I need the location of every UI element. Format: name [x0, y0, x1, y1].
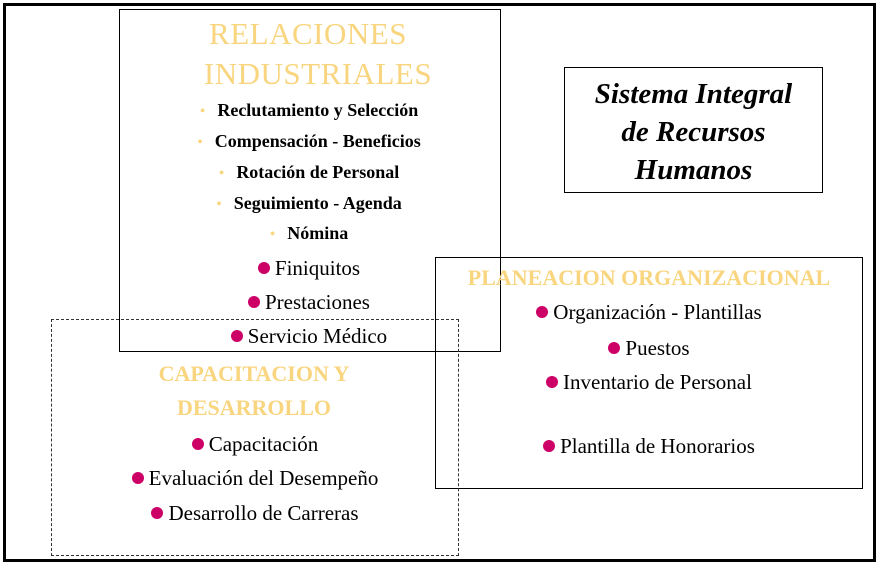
relaciones-bullet-label: Compensación - Beneficios — [214, 131, 421, 151]
small-dot-bullet-icon: • — [269, 226, 276, 243]
planeacion-item-label: Inventario de Personal — [563, 370, 752, 394]
relaciones-heading-line1: RELACIONES — [209, 16, 407, 51]
relaciones-item: Prestaciones — [119, 290, 499, 314]
small-dot-bullet-icon: • — [218, 165, 225, 182]
relaciones-item-label: Prestaciones — [265, 290, 370, 314]
magenta-circle-icon — [608, 342, 621, 354]
capacitacion-heading-line1: CAPACITACION Y — [158, 361, 350, 386]
magenta-circle-icon — [257, 262, 270, 274]
relaciones-item-label: Finiquitos — [274, 256, 361, 280]
capacitacion-item: Desarrollo de Carreras — [53, 501, 457, 525]
outer-frame — [3, 3, 876, 562]
planeacion-item: Plantilla de Honorarios — [435, 434, 863, 458]
magenta-circle-icon — [230, 330, 243, 342]
capacitacion-item-label: Desarrollo de Carreras — [168, 501, 359, 525]
small-dot-bullet-icon: • — [199, 103, 206, 120]
relaciones-bullet-item: • Seguimiento - Agenda — [119, 192, 499, 216]
relaciones-bullet-label: Rotación de Personal — [236, 162, 400, 182]
capacitacion-item-label: Capacitación — [208, 432, 319, 456]
relaciones-bullet-item: • Rotación de Personal — [119, 161, 499, 185]
magenta-circle-icon — [546, 376, 559, 388]
capacitacion-heading-line2: DESARROLLO — [176, 395, 332, 420]
magenta-circle-icon — [543, 440, 556, 452]
planeacion-organizacional-box — [435, 257, 863, 489]
relaciones-bullet-label: Nómina — [287, 223, 349, 243]
capacitacion-item-label: Evaluación del Desempeño — [148, 466, 379, 490]
small-dot-bullet-icon: • — [216, 196, 222, 213]
relaciones-bullet-item: • Nómina — [119, 222, 499, 246]
planeacion-item: Puestos — [435, 336, 863, 360]
small-dot-bullet-icon: • — [197, 134, 203, 151]
system-title-line2: de Recursos — [621, 116, 766, 148]
relaciones-bullet-label: Seguimiento - Agenda — [233, 193, 402, 213]
relaciones-item: Finiquitos — [119, 256, 499, 280]
relaciones-item-label: Servicio Médico — [247, 324, 388, 348]
relaciones-item: Servicio Médico — [119, 324, 499, 348]
planeacion-item-label: Puestos — [625, 336, 690, 360]
relaciones-bullet-item: • Reclutamiento y Selección — [119, 99, 499, 123]
system-title-line3: Humanos — [634, 154, 753, 186]
system-title: Sistema Integral de Recursos Humanos — [564, 75, 823, 189]
planeacion-item: Inventario de Personal — [435, 370, 863, 394]
relaciones-bullet-label: Reclutamiento y Selección — [217, 100, 419, 120]
relaciones-heading-line2: INDUSTRIALES — [203, 56, 433, 91]
relaciones-bullet-item: • Compensación - Beneficios — [119, 130, 499, 154]
magenta-circle-icon — [151, 507, 164, 519]
planeacion-item: Organización - Plantillas — [435, 300, 863, 324]
system-title-line1: Sistema Integral — [594, 78, 793, 110]
planeacion-item-label: Plantilla de Honorarios — [560, 434, 755, 458]
planeacion-item-label: Organización - Plantillas — [553, 300, 762, 324]
magenta-circle-icon — [191, 438, 204, 450]
magenta-circle-icon — [248, 296, 260, 308]
relaciones-industriales-box — [119, 9, 501, 352]
magenta-circle-icon — [131, 472, 144, 484]
system-title-box — [564, 67, 823, 193]
planeacion-heading: PLANEACION ORGANIZACIONAL — [467, 265, 831, 290]
capacitacion-item: Capacitación — [53, 432, 457, 456]
capacitacion-desarrollo-box — [51, 319, 459, 556]
magenta-circle-icon — [536, 306, 549, 318]
capacitacion-item: Evaluación del Desempeño — [53, 466, 457, 490]
